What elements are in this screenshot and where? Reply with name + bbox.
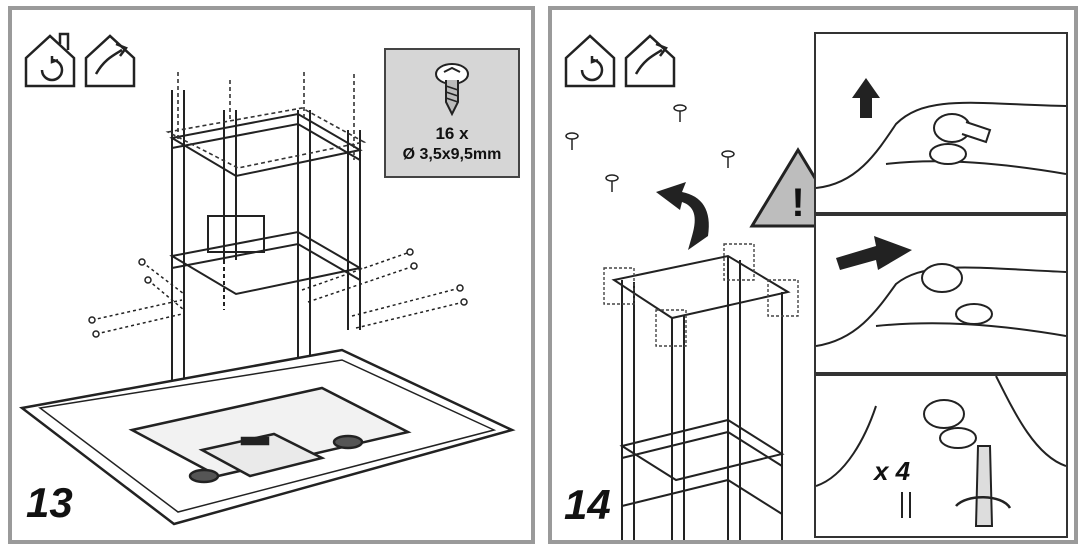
screw-icon <box>435 63 469 117</box>
lift-arrow-icon <box>656 182 709 250</box>
svg-text:!: ! <box>791 181 804 225</box>
step-number-13: 13 <box>26 479 73 526</box>
screw-quantity: 16 x <box>435 124 469 143</box>
rotate-icon <box>955 496 1012 509</box>
upper-chimney-outline <box>165 72 367 169</box>
removed-screws <box>565 104 735 192</box>
hood-frame <box>611 254 791 540</box>
detail-unscrew: x 4 <box>814 374 1068 538</box>
clip-highlights <box>603 243 799 347</box>
screws <box>88 248 468 338</box>
step-13-panel: 16 x Ø 3,5x9,5mm 13 <box>8 6 535 544</box>
detail-slide <box>814 214 1068 374</box>
hood-canopy <box>18 348 516 526</box>
arrow-up-icon <box>852 78 880 118</box>
extraction-house-icon <box>84 34 136 88</box>
screw-size: Ø 3,5x9,5mm <box>402 146 502 163</box>
detail-lift-up <box>814 32 1068 214</box>
hood-frame <box>169 90 363 380</box>
extraction-house-icon <box>624 34 676 88</box>
step-number-14: 14 <box>564 481 611 528</box>
step-14-panel: ! <box>548 6 1078 544</box>
step-13-illustration <box>18 32 516 526</box>
screwdriver-icon <box>974 445 994 527</box>
repeat-count: x 4 <box>874 456 911 486</box>
recirculation-house-icon <box>564 34 616 88</box>
arrow-slide-icon <box>836 236 912 270</box>
screw-info-box: 16 x Ø 3,5x9,5mm <box>384 48 520 178</box>
recirculation-house-icon <box>24 32 76 88</box>
